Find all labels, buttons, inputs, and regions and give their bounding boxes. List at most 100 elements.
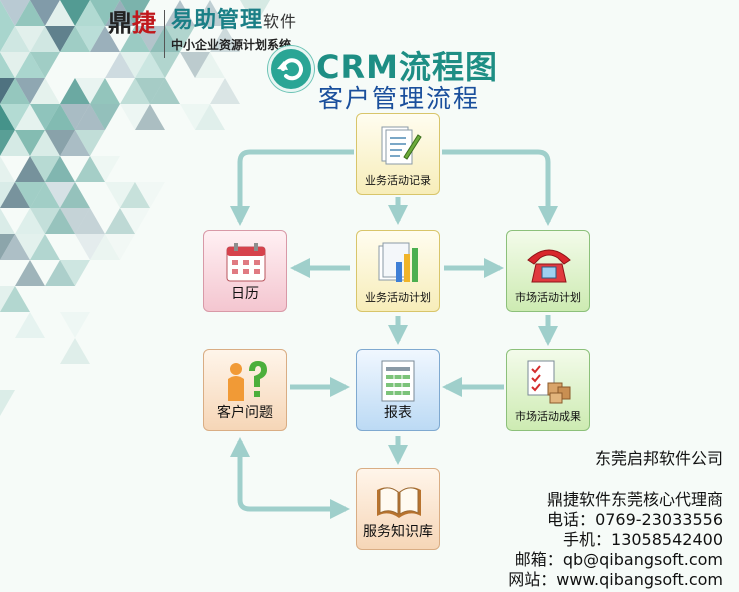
phone-value: 0769-23033556	[595, 510, 723, 529]
document-pen-icon	[381, 126, 422, 165]
background-triangle	[120, 78, 150, 104]
background-triangle	[0, 208, 15, 234]
background-triangle	[105, 0, 135, 26]
background-triangle	[30, 182, 60, 208]
brand-mark: 鼎捷	[108, 6, 156, 40]
background-triangle	[0, 156, 15, 182]
background-triangle	[75, 104, 105, 130]
background-triangle	[45, 26, 75, 52]
background-triangle	[15, 26, 45, 52]
background-triangle	[30, 234, 60, 260]
background-triangle	[120, 208, 150, 234]
background-triangle	[60, 78, 90, 104]
background-triangle	[15, 260, 45, 286]
background-triangle	[105, 182, 135, 208]
background-triangle	[15, 156, 45, 182]
background-triangle	[135, 104, 165, 130]
back-button[interactable]	[268, 46, 314, 92]
node-label: 市场活动计划	[515, 291, 581, 304]
brand-mark-char-2: 捷	[132, 8, 156, 37]
calendar-icon	[226, 243, 266, 282]
agent-line: 鼎捷软件东莞核心代理商	[546, 490, 723, 509]
background-triangle	[90, 78, 120, 104]
background-triangle	[45, 104, 75, 130]
node-label: 业务活动计划	[365, 291, 431, 304]
node-report[interactable]: 报表	[356, 349, 440, 431]
background-triangle	[30, 78, 60, 104]
background-triangle	[0, 130, 30, 156]
background-triangle	[0, 26, 30, 52]
background-triangle	[30, 130, 60, 156]
brand-suffix: 软件	[263, 12, 298, 31]
background-triangle	[210, 26, 240, 52]
background-triangle	[45, 130, 75, 156]
background-triangle	[150, 52, 180, 78]
node-activity-record[interactable]: 业务活动记录	[356, 113, 440, 195]
node-customer-issue[interactable]: 客户问题	[203, 349, 287, 431]
brand-tagline: 中小企业资源计划系统	[171, 38, 292, 52]
background-triangle	[30, 208, 60, 234]
spreadsheet-icon	[381, 360, 415, 402]
brand-name: 易助管理软件	[171, 6, 297, 37]
bar-chart-document-icon	[378, 242, 418, 282]
background-triangle	[45, 208, 75, 234]
website-label: 网站：	[508, 570, 557, 589]
background-triangle	[15, 312, 45, 338]
background-triangle	[15, 78, 45, 104]
background-triangle	[60, 338, 90, 364]
background-triangle	[0, 390, 15, 416]
person-question-icon	[228, 361, 267, 401]
background-triangle	[105, 208, 135, 234]
background-triangle	[165, 26, 195, 52]
background-triangle	[0, 78, 30, 104]
background-triangle	[0, 286, 30, 312]
background-triangle	[180, 104, 210, 130]
back-arrow-icon	[277, 58, 303, 81]
background-triangle	[0, 182, 30, 208]
node-label: 客户问题	[217, 405, 273, 421]
node-calendar[interactable]: 日历	[203, 230, 287, 312]
background-triangle	[195, 104, 225, 130]
email-label: 邮箱：	[514, 550, 563, 569]
arrow-record-to-calendar	[230, 149, 354, 226]
background-triangle	[240, 0, 270, 26]
background-triangle	[135, 52, 165, 78]
open-book-icon	[377, 487, 421, 518]
background-triangle	[60, 26, 90, 52]
mobile-value: 13058542400	[611, 530, 723, 549]
email-line: 邮箱：qb@qibangsoft.com	[515, 546, 723, 570]
background-triangle	[30, 0, 60, 26]
checklist-boxes-icon	[527, 360, 571, 404]
background-triangle	[120, 182, 150, 208]
email-value[interactable]: qb@qibangsoft.com	[562, 550, 723, 569]
phone-line: 电话：0769-23033556	[547, 506, 723, 530]
background-triangle	[120, 26, 150, 52]
background-triangle	[75, 78, 105, 104]
background-triangle	[90, 234, 120, 260]
node-activity-plan[interactable]: 业务活动计划	[356, 230, 440, 312]
background-triangle	[90, 26, 120, 52]
brand-mark-char-1: 鼎	[108, 8, 132, 37]
brand-divider	[164, 10, 165, 58]
background-triangle	[15, 52, 45, 78]
website-value[interactable]: www.qibangsoft.com	[556, 570, 723, 589]
background-triangle	[105, 234, 135, 260]
background-triangle	[135, 78, 165, 104]
background-triangle	[60, 208, 90, 234]
background-triangle	[0, 0, 30, 26]
background-triangle	[135, 26, 165, 52]
background-triangle	[120, 52, 150, 78]
node-label: 业务活动记录	[365, 174, 431, 187]
background-triangle	[75, 26, 105, 52]
background-triangle	[30, 52, 60, 78]
node-knowledge-base[interactable]: 服务知识库	[356, 468, 440, 550]
node-market-plan[interactable]: 市场活动计划	[506, 230, 590, 312]
background-triangle	[75, 156, 105, 182]
mobile-line: 手机：13058542400	[563, 526, 723, 550]
background-triangle	[150, 26, 180, 52]
node-market-result[interactable]: 市场活动成果	[506, 349, 590, 431]
background-triangle	[15, 130, 45, 156]
background-triangle	[90, 0, 120, 26]
